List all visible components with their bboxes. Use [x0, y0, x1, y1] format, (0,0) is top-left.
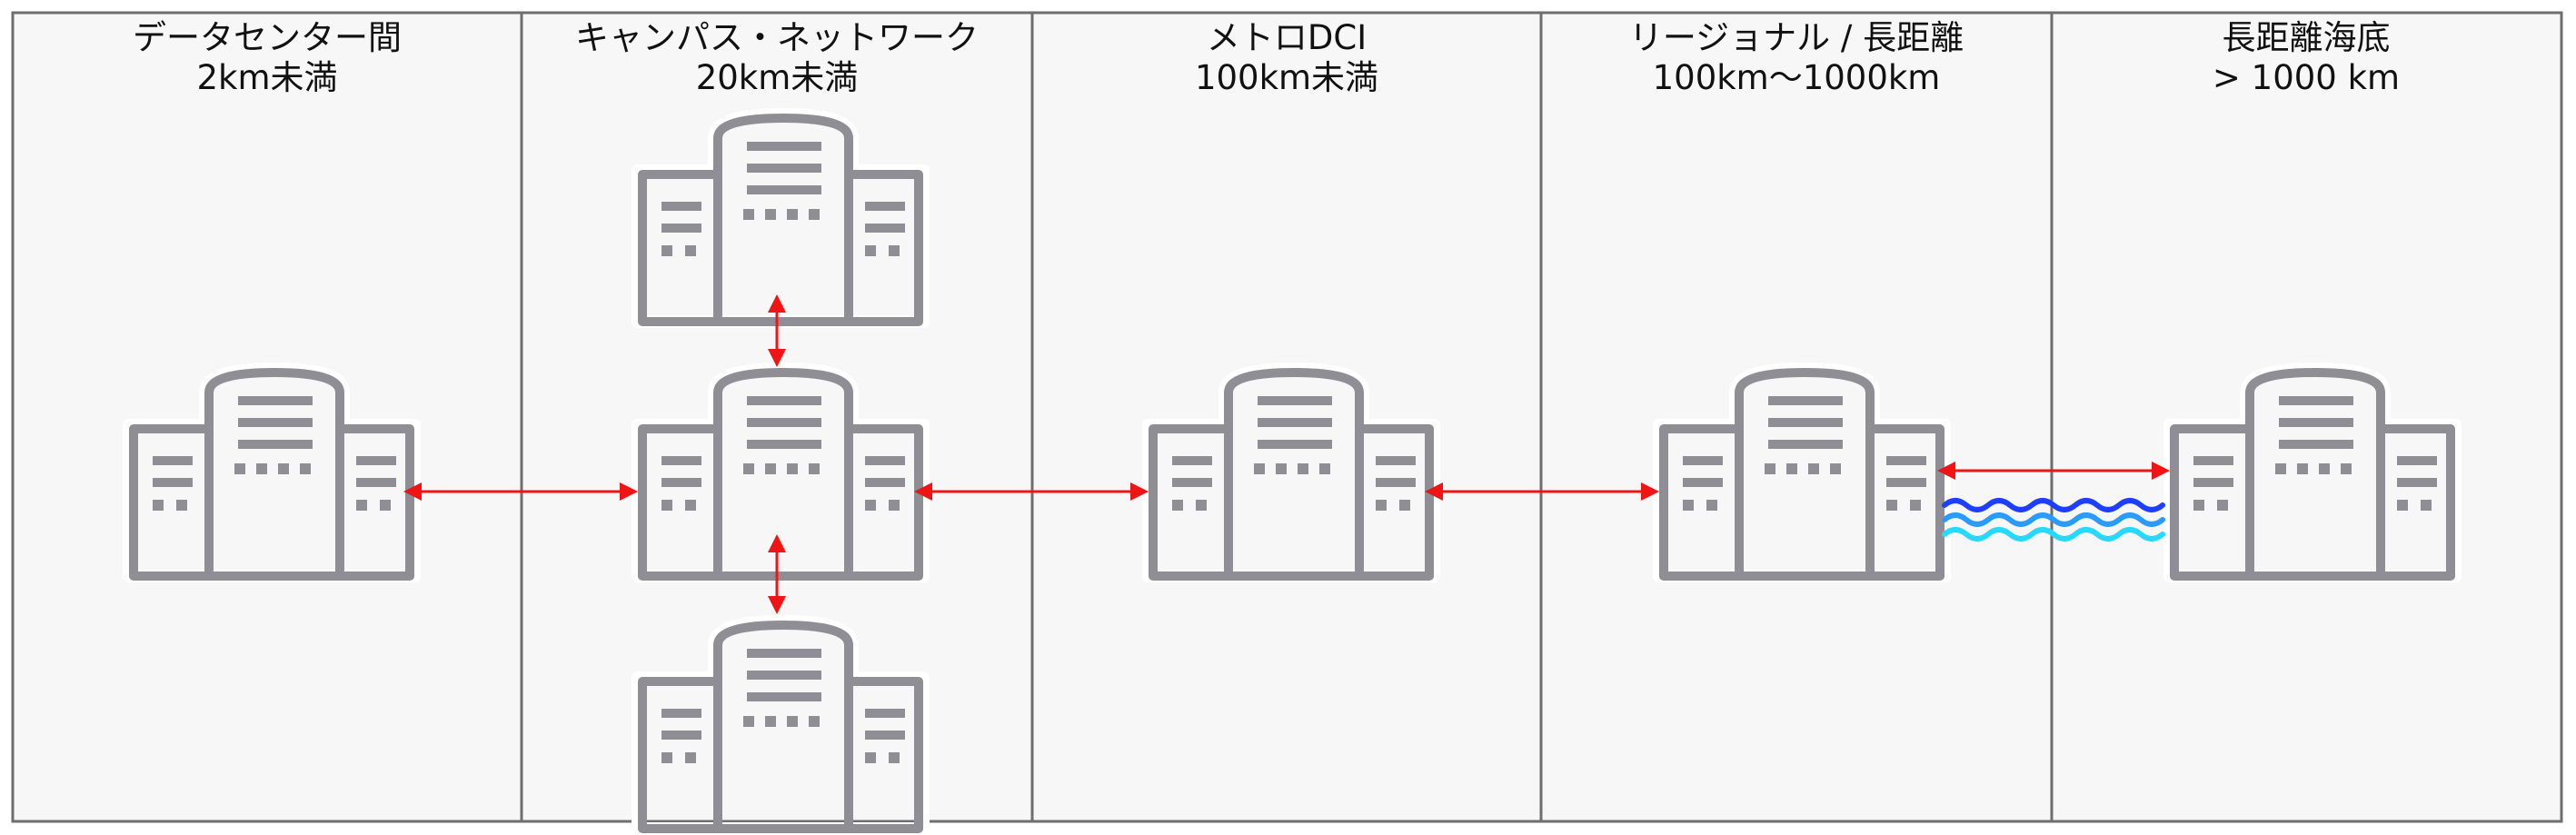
panel-distance: 100km未満	[1195, 58, 1378, 97]
panel-title: データセンター間	[133, 18, 402, 57]
panel-title: リージョナル / 長距離	[1629, 18, 1964, 57]
double-arrow-icon	[1425, 482, 1659, 501]
panel-title: キャンパス・ネットワーク	[575, 18, 979, 57]
panel-subsea: 長距離海底 > 1000 km	[2050, 11, 2563, 823]
panel-title: メトロDCI	[1207, 18, 1367, 57]
double-arrow-icon	[768, 294, 786, 367]
panel-distance: 100km〜1000km	[1653, 58, 1941, 97]
double-arrow-icon	[403, 482, 638, 501]
panel-metro: メトロDCI 100km未満	[1030, 11, 1543, 823]
panel-title: 長距離海底	[2223, 18, 2391, 57]
double-arrow-icon	[914, 482, 1149, 501]
double-arrow-icon	[1937, 462, 2170, 480]
panel-distance: > 1000 km	[2213, 58, 2400, 97]
panel-regional: リージョナル / 長距離 100km〜1000km	[1539, 11, 2054, 823]
double-arrow-icon	[768, 534, 786, 614]
panel-distance: 20km未満	[696, 58, 859, 97]
panel-distance: 2km未満	[196, 58, 337, 97]
ocean-waves-icon	[1942, 498, 2165, 542]
panel-datacenter: データセンター間 2km未満	[11, 11, 523, 823]
